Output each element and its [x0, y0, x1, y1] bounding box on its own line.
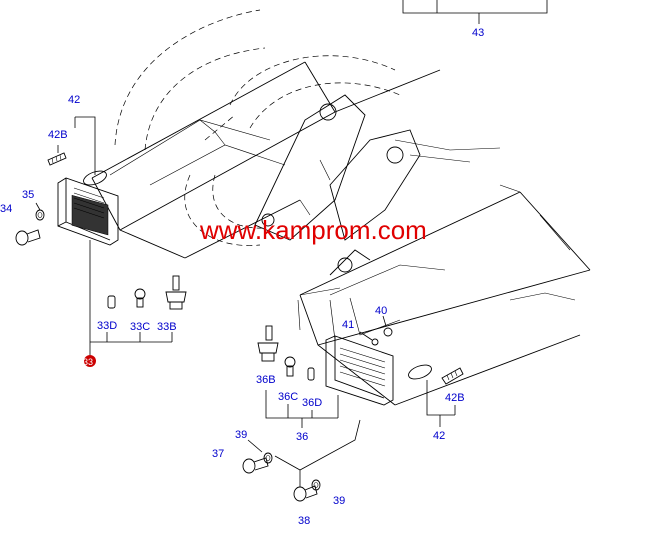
label-36c: 36C	[278, 391, 298, 403]
label-41: 41	[342, 319, 354, 331]
label-36d: 36D	[302, 397, 322, 409]
bulb-36c	[284, 356, 296, 377]
bolt-37	[242, 457, 269, 474]
label-40: 40	[375, 305, 387, 317]
label-39-top: 39	[235, 429, 247, 441]
nut-40	[383, 327, 393, 337]
label-33d: 33D	[97, 320, 117, 332]
label-42-left: 42	[68, 94, 80, 106]
washer-35	[35, 209, 45, 221]
highlight-marker-33	[84, 355, 96, 367]
frame-outline	[114, 9, 401, 246]
label-43: 43	[472, 27, 484, 39]
bolt-42b-left	[47, 152, 67, 166]
bulb-36b	[257, 325, 279, 362]
arm-linkage	[254, 94, 421, 276]
label-37: 37	[212, 448, 224, 460]
right-beam	[297, 184, 591, 406]
bulb-33c	[134, 288, 146, 308]
screw-41	[359, 331, 379, 346]
label-36: 36	[296, 431, 308, 443]
left-beam	[91, 61, 501, 259]
bracket-43	[402, 0, 548, 24]
callout-labels: 43 42 42B 35 34 33D 33C 33B 33 40 41 36B…	[0, 27, 484, 527]
label-33: 33	[83, 357, 93, 367]
label-42b-right: 42B	[445, 392, 465, 404]
bulb-36d	[307, 367, 315, 381]
left-work-lamp	[57, 170, 119, 246]
label-36b: 36B	[256, 374, 276, 386]
bolt-42b-right	[441, 367, 464, 385]
washer-39-top	[263, 452, 273, 464]
right-work-lamp	[325, 335, 432, 406]
label-33b: 33B	[157, 321, 177, 333]
label-42b-left: 42B	[48, 129, 68, 141]
bulb-33b	[165, 275, 187, 310]
label-38: 38	[298, 515, 310, 527]
label-34: 34	[0, 203, 12, 215]
bulb-33d	[107, 295, 116, 309]
bolt-38	[293, 485, 318, 502]
label-33c: 33C	[130, 321, 150, 333]
bolt-34	[15, 229, 41, 246]
label-35: 35	[22, 189, 34, 201]
watermark-text: www.kamprom.com	[199, 215, 427, 245]
label-39-bottom: 39	[333, 495, 345, 507]
label-42-right: 42	[433, 430, 445, 442]
leader-lines	[35, 116, 456, 487]
washer-39-bottom	[311, 479, 321, 491]
